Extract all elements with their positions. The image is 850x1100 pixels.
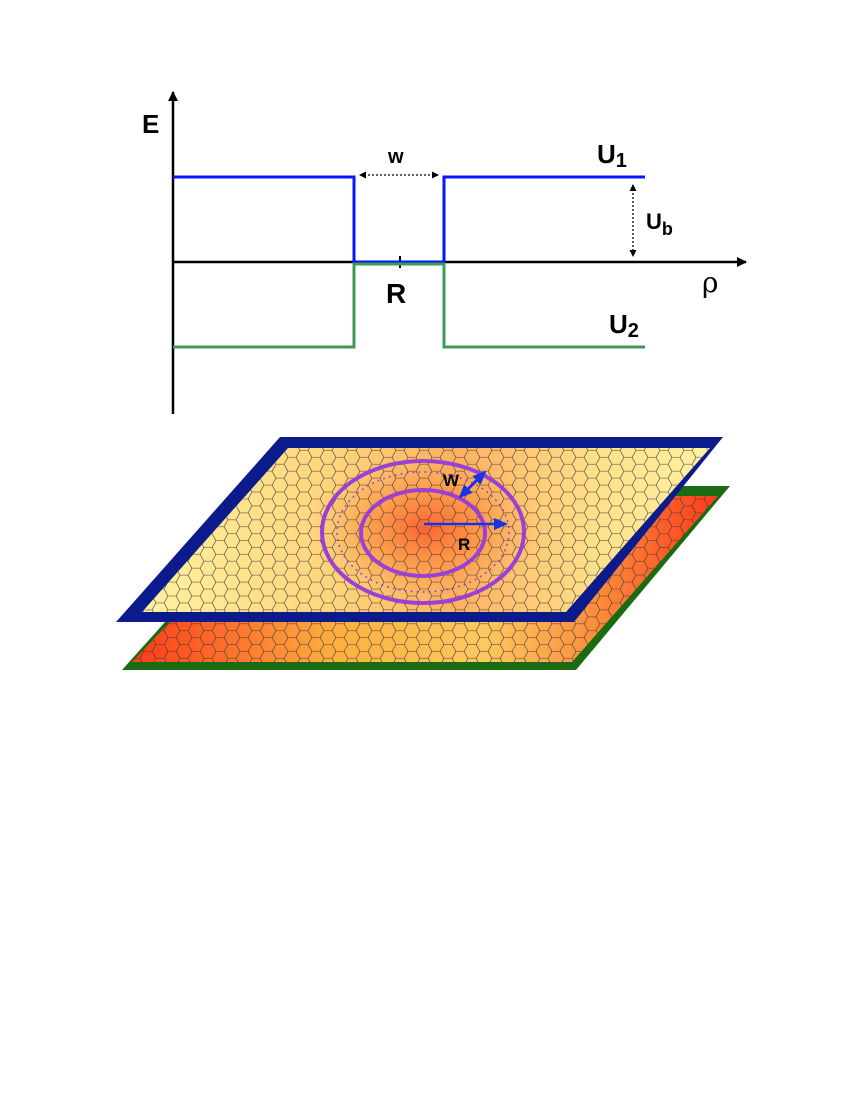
outer-ring	[320, 459, 526, 605]
bilayer-radius-label: R	[458, 535, 470, 554]
barrier-label: Ub	[646, 209, 673, 239]
bilayer-width-label: W	[443, 471, 460, 490]
lower-curve-label: U2	[609, 309, 639, 342]
lower-potential-curve	[173, 262, 645, 349]
middle-dotted-ring	[336, 471, 510, 593]
lower-curve-label-sub: 2	[628, 320, 639, 342]
y-axis-label: E	[142, 109, 159, 139]
width-label: w	[387, 146, 404, 168]
upper-curve-label-main: U	[597, 139, 616, 169]
upper-curve-label-sub: 1	[616, 150, 627, 172]
width-arrow-bilayer	[458, 470, 487, 499]
barrier-label-main: U	[646, 209, 662, 234]
lower-curve-label-main: U	[609, 309, 628, 339]
bilayer-illustration: W R	[116, 437, 730, 670]
top-layer	[116, 437, 723, 622]
radius-label: R	[386, 278, 406, 309]
x-axis-label: ρ	[702, 266, 718, 299]
energy-diagram: E ρ w R U1 Ub U2	[142, 91, 747, 414]
inner-ring	[359, 488, 487, 578]
upper-curve-label: U1	[597, 139, 627, 172]
upper-potential-curve	[173, 175, 645, 264]
barrier-label-sub: b	[662, 219, 673, 239]
